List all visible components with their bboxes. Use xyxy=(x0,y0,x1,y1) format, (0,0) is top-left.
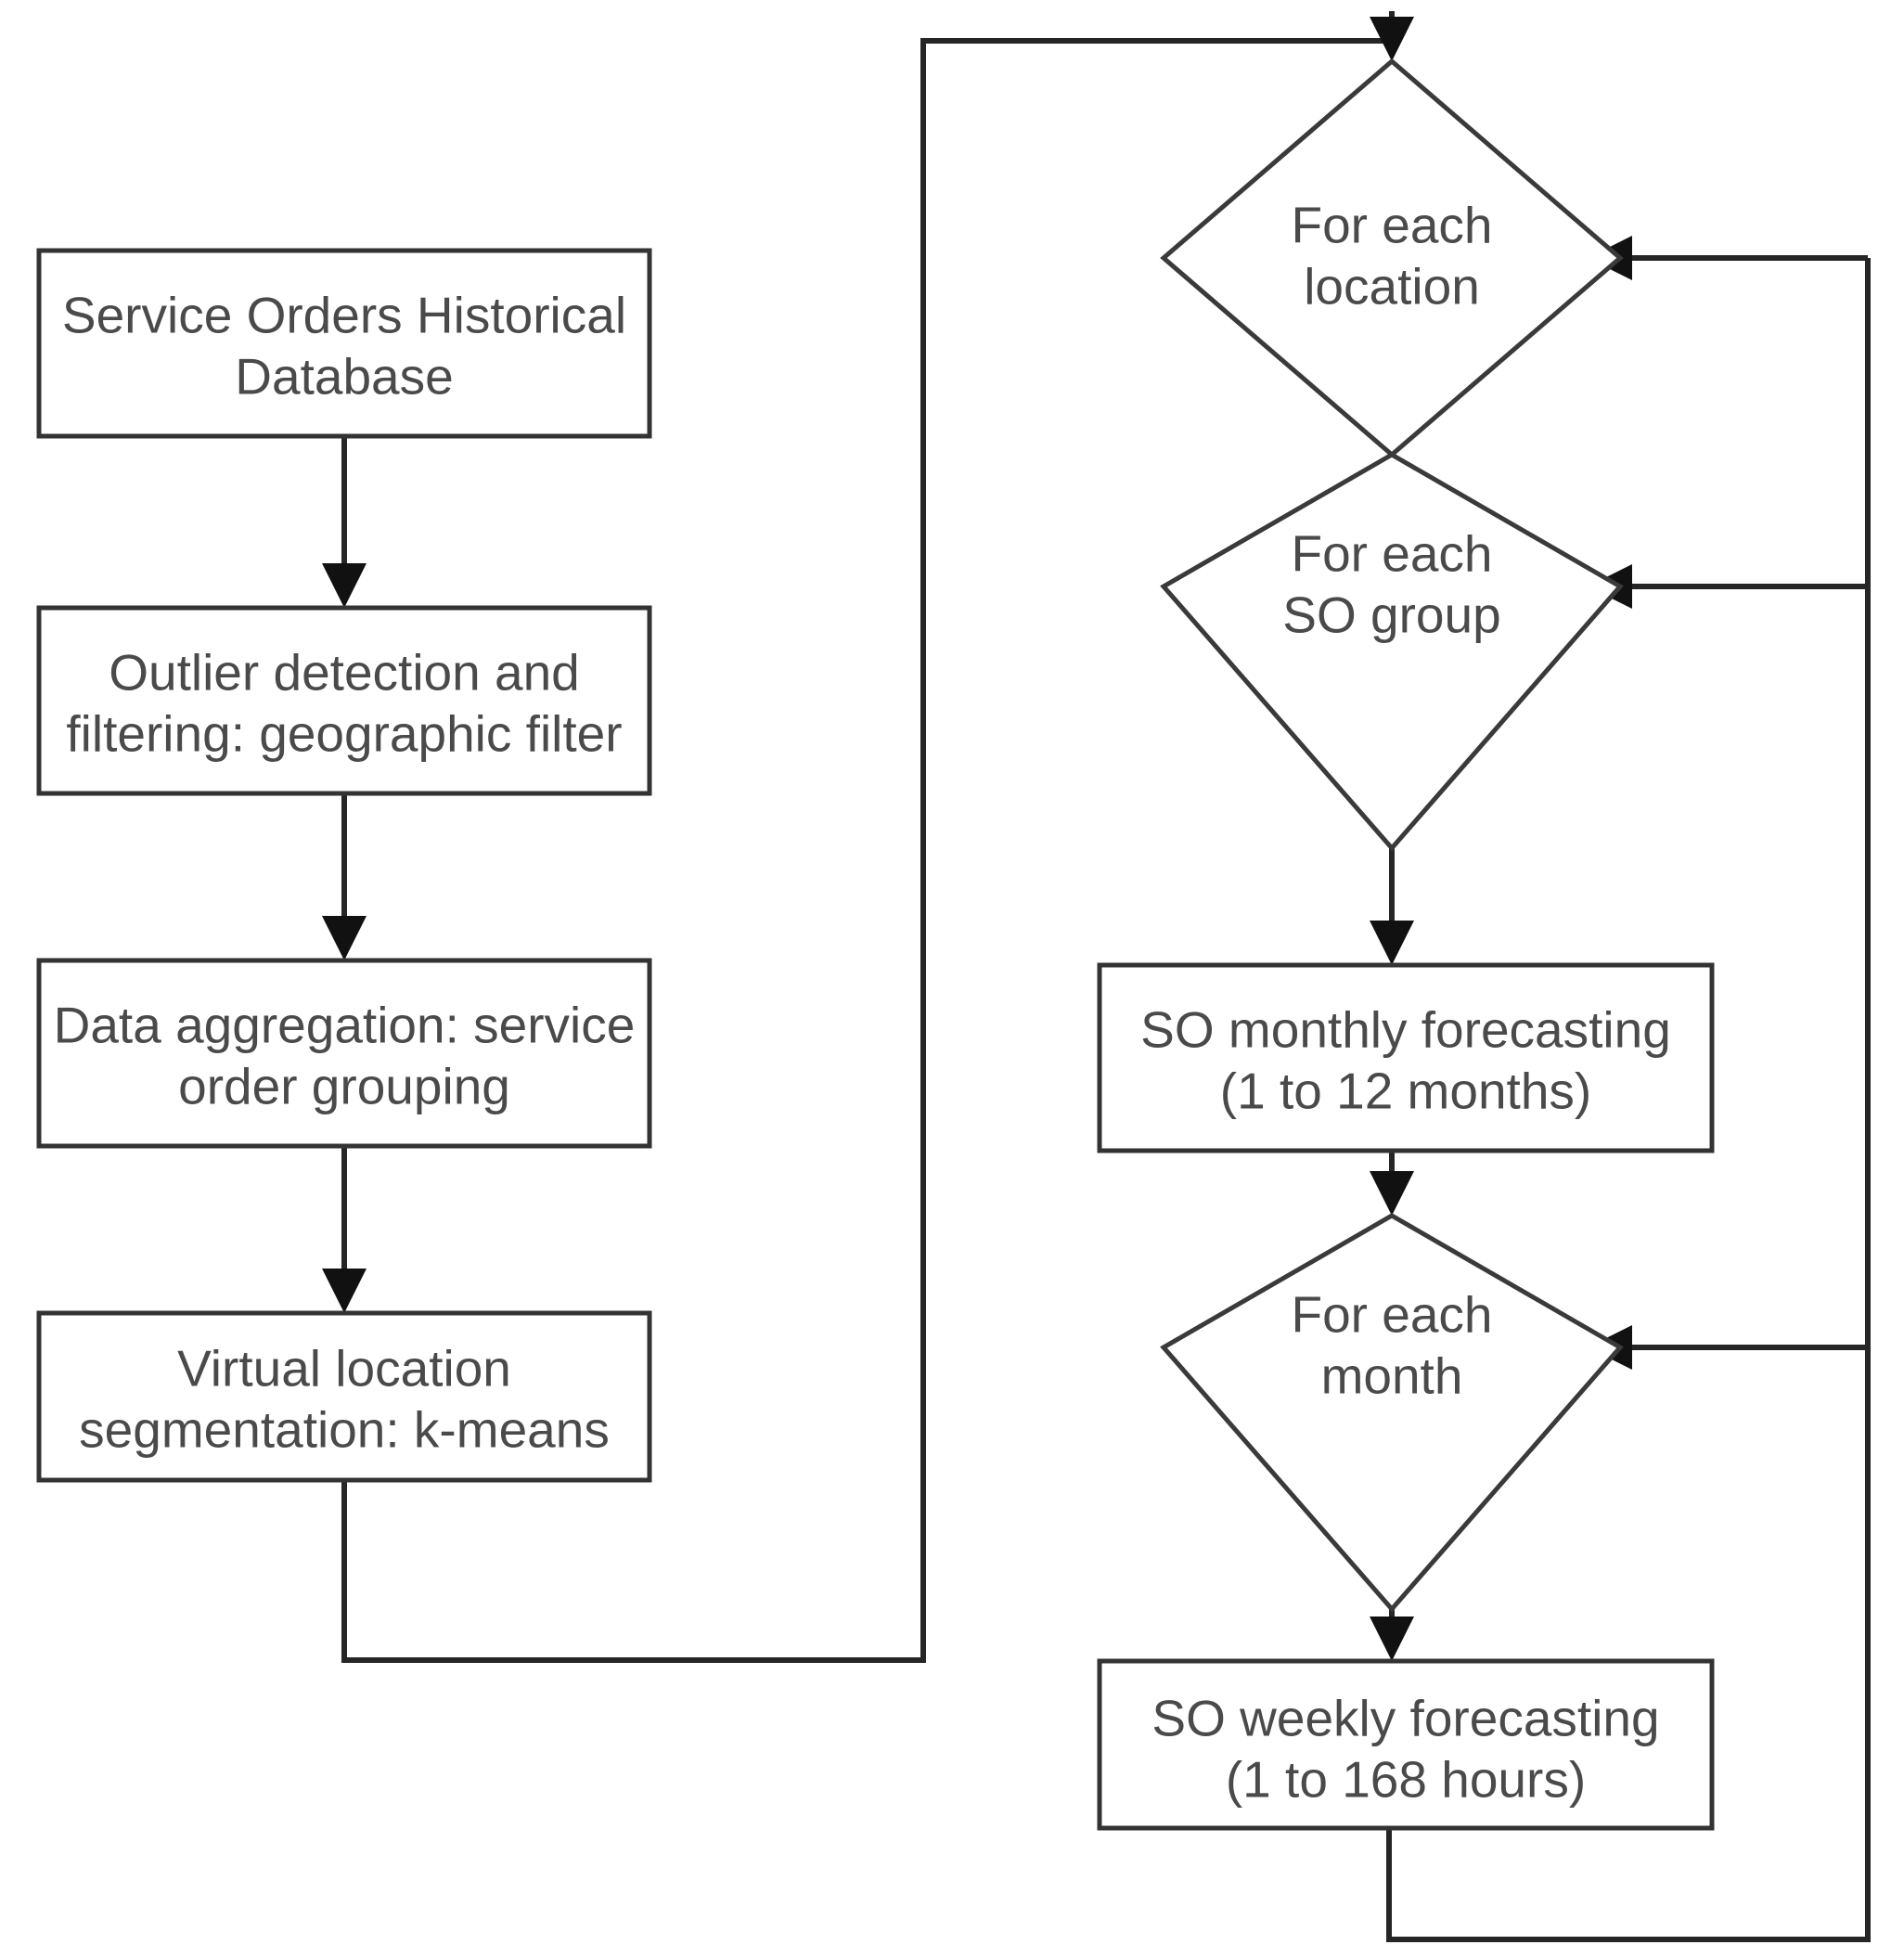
edge-feedback-to-loop-location xyxy=(1588,236,1868,280)
node-loop-so-group-line1: For each xyxy=(1291,525,1492,583)
node-outlier-filter-line2: filtering: geographic filter xyxy=(66,705,622,763)
node-monthly-forecast[interactable]: SO monthly forecasting (1 to 12 months) xyxy=(1097,962,1715,1153)
node-source-database-line2: Database xyxy=(235,348,453,406)
node-loop-month[interactable]: For each month xyxy=(1160,1213,1624,1613)
node-loop-so-group-line2: SO group xyxy=(1282,586,1500,644)
node-loop-month-line2: month xyxy=(1321,1347,1463,1405)
node-outlier-filter[interactable]: Outlier detection and filtering: geograp… xyxy=(36,605,652,796)
node-location-segmentation-line1: Virtual location xyxy=(177,1340,511,1398)
node-monthly-forecast-line2: (1 to 12 months) xyxy=(1220,1063,1591,1120)
node-loop-so-group[interactable]: For each SO group xyxy=(1160,452,1624,852)
edge-monthly-forecast-to-loop-month xyxy=(1370,1151,1414,1216)
node-data-aggregation-line1: Data aggregation: service xyxy=(54,997,636,1054)
node-loop-location[interactable]: For each location xyxy=(1160,58,1624,458)
node-loop-location-line2: location xyxy=(1304,258,1480,316)
node-weekly-forecast-line2: (1 to 168 hours) xyxy=(1226,1751,1586,1809)
node-source-database[interactable]: Service Orders Historical Database xyxy=(36,248,652,439)
node-weekly-forecast-line1: SO weekly forecasting xyxy=(1151,1690,1659,1747)
node-location-segmentation-line2: segmentation: k-means xyxy=(79,1401,610,1459)
node-weekly-forecast[interactable]: SO weekly forecasting (1 to 168 hours) xyxy=(1097,1658,1715,1831)
edge-source-to-outlier xyxy=(322,436,367,608)
node-source-database-line1: Service Orders Historical xyxy=(62,287,626,344)
node-monthly-forecast-line1: SO monthly forecasting xyxy=(1140,1001,1671,1059)
node-loop-month-line1: For each xyxy=(1291,1286,1492,1344)
edge-feedback-spine xyxy=(1386,258,1871,1942)
node-data-aggregation-line2: order grouping xyxy=(178,1058,510,1115)
node-data-aggregation[interactable]: Data aggregation: service order grouping xyxy=(36,958,652,1149)
node-outlier-filter-line1: Outlier detection and xyxy=(109,644,580,702)
edge-feedback-to-loop-so-group xyxy=(1588,564,1868,609)
edge-feedback-to-loop-month xyxy=(1588,1325,1868,1370)
edge-outlier-to-aggregation xyxy=(322,793,367,960)
node-location-segmentation[interactable]: Virtual location segmentation: k-means xyxy=(36,1310,652,1483)
edge-segmentation-to-loop-location xyxy=(341,11,1414,1663)
edge-aggregation-to-segmentation xyxy=(322,1146,367,1313)
node-loop-location-line1: For each xyxy=(1291,197,1492,254)
